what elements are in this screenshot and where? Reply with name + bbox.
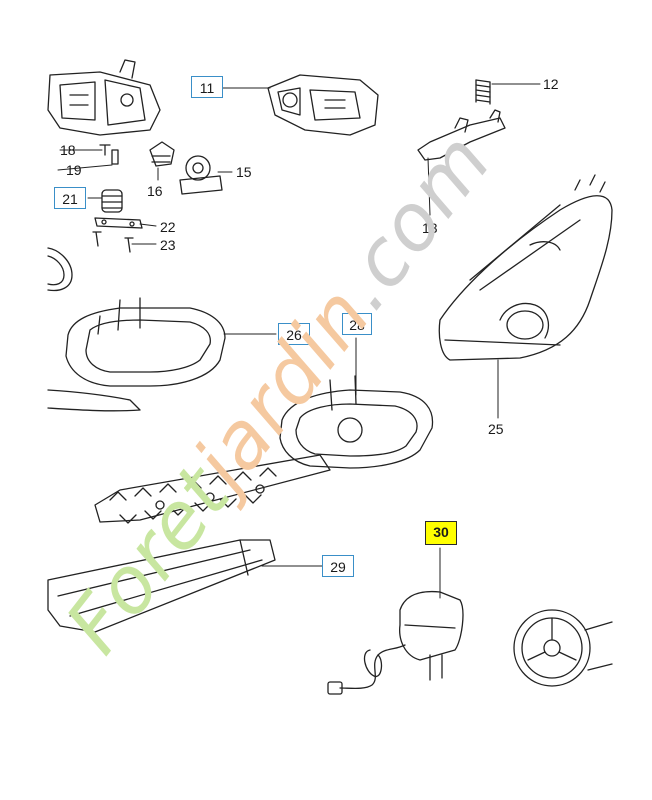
callout-23: 23 (160, 237, 176, 253)
callout-21: 21 (54, 187, 86, 209)
callout-26: 26 (278, 323, 310, 345)
callout-12: 12 (543, 76, 559, 92)
callout-19: 19 (66, 162, 82, 178)
callout-13: 13 (422, 220, 438, 236)
part-13-lever (417, 109, 506, 161)
small-parts-cluster (99, 141, 223, 195)
callout-25: 25 (488, 421, 504, 437)
callout-29: 29 (322, 555, 354, 577)
callout-28: 28 (342, 313, 372, 335)
callout-11: 11 (191, 76, 223, 98)
large-gear-edge (47, 247, 73, 292)
part-30-charger (327, 590, 464, 695)
part-11-drawing (267, 74, 379, 136)
callout-15: 15 (236, 164, 252, 180)
part-25-main-body (438, 174, 613, 361)
callout-22: 22 (160, 219, 176, 235)
gear-housing-part (47, 59, 161, 136)
gear-plate-screws (92, 189, 143, 253)
part-26-blade-guard (47, 297, 226, 412)
wheel-drawing (513, 609, 613, 687)
blade-drawing (94, 454, 331, 524)
part-12-spring (475, 79, 491, 105)
leader-lines (57, 83, 541, 599)
part-29-blade-cover (47, 539, 276, 633)
callout-30-highlighted: 30 (425, 521, 457, 545)
part-28-blade-guard (279, 375, 434, 469)
callout-16: 16 (147, 183, 163, 199)
callout-18: 18 (60, 142, 76, 158)
